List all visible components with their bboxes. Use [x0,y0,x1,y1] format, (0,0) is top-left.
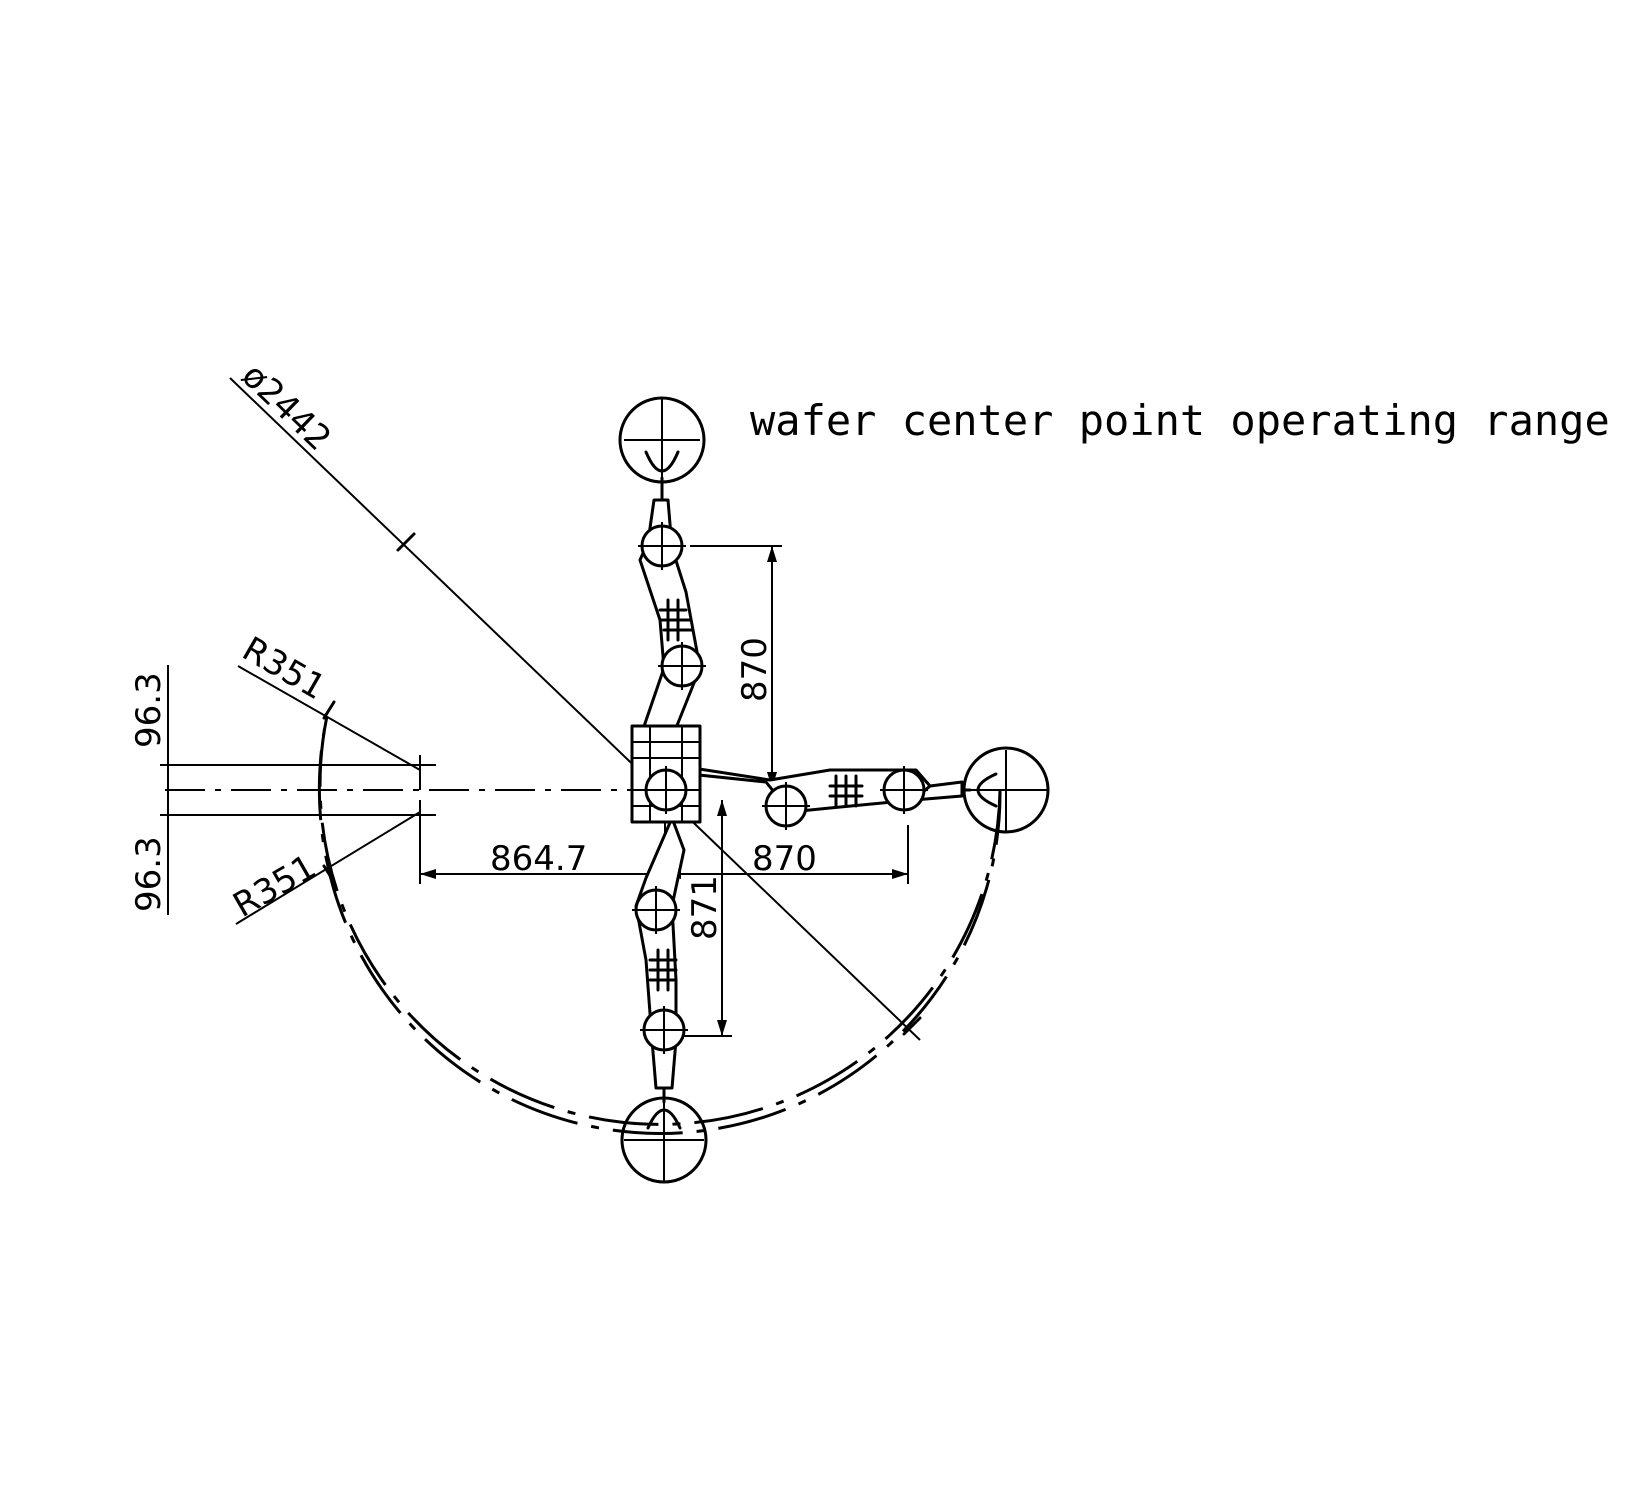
offset-label-lower: 96.3 [129,836,169,912]
radius-tick-upper [322,700,336,720]
radius-label-upper: R351 [236,629,333,708]
dim-label-down: 871 [685,875,725,940]
robot-arm-right [668,764,964,830]
wafer-right [960,746,1050,834]
wafer-bottom [620,1086,708,1184]
robot-arm-up [638,498,706,740]
robot-base [630,724,702,824]
diameter-tick-lower [902,1016,922,1036]
radius-leader-upper [237,665,421,771]
wafer-top [618,396,706,502]
dim-arrow-down-bottom [717,1020,727,1036]
dim-arrow-down-top [717,800,727,816]
dim-label-right: 870 [752,839,817,879]
operating-range-boundary [317,715,1002,1135]
radius-leader-lower [235,811,421,925]
dim-arrow-right [892,869,908,879]
offset-label-upper: 96.3 [129,672,169,748]
diameter-leader-line [229,377,921,1041]
dim-label-left: 864.7 [490,839,587,879]
diameter-tick-upper [396,532,416,552]
dim-label-up: 870 [735,637,775,702]
radius-tick-lower [322,864,336,884]
radius-label-lower: R351 [227,847,324,926]
diameter-label: ø2442 [234,356,339,459]
robot-arm-down [632,816,688,1090]
operating-range-note: wafer center point operating range [750,396,1610,445]
dim-arrow-left [420,869,436,879]
dim-arrow-up-top [767,546,777,562]
